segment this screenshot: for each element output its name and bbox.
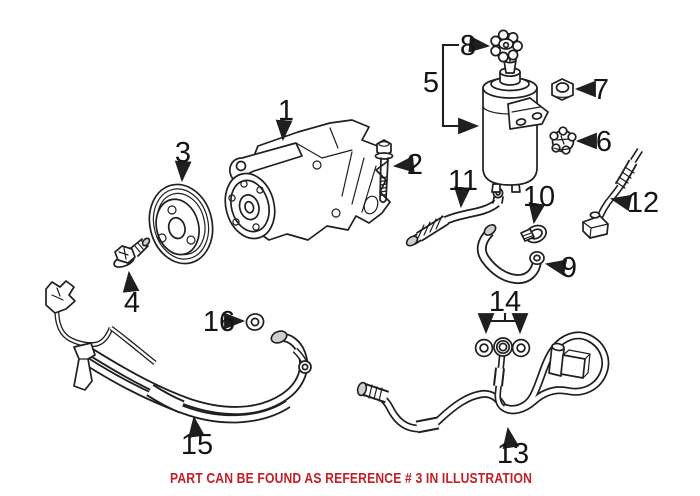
part-9-hose <box>476 224 545 285</box>
callout-8-label: 8 <box>460 30 476 62</box>
callout-13-label: 13 <box>497 438 529 470</box>
callout-9-label: 9 <box>561 252 577 284</box>
callout-6-label: 6 <box>596 126 612 158</box>
callout-7-label: 7 <box>593 74 609 106</box>
part-10-clamp <box>520 224 547 244</box>
callout-13: 13 <box>497 426 529 470</box>
part-6-cap <box>549 126 577 155</box>
callout-12: 12 <box>609 187 659 219</box>
callout-16-label: 16 <box>203 306 235 338</box>
callout-7: 7 <box>574 74 609 106</box>
part-13-hose-assembly <box>356 331 610 434</box>
part-2-bolt <box>374 139 394 204</box>
callout-12-label: 12 <box>627 187 659 219</box>
callout-5-label: 5 <box>423 67 439 99</box>
callout-10-label: 10 <box>523 181 555 213</box>
callout-1-label: 1 <box>278 95 294 127</box>
callout-5: 5 <box>423 43 480 135</box>
part-7-nut <box>551 78 574 101</box>
part-11-hose <box>405 187 504 247</box>
callout-8: 8 <box>460 30 491 62</box>
callout-15: 15 <box>181 415 213 461</box>
callout-4: 4 <box>122 270 140 319</box>
callout-11: 11 <box>448 165 478 209</box>
callout-1: 1 <box>275 95 294 142</box>
part-3-pulley <box>148 183 214 265</box>
part-1-pump <box>224 119 391 241</box>
part-15-hose-assembly <box>45 280 312 424</box>
callout-11-label: 11 <box>448 165 478 197</box>
part-5-reservoir <box>482 56 549 193</box>
callout-2-label: 2 <box>407 149 423 181</box>
callout-9: 9 <box>544 252 577 284</box>
part-8-reservoir-cap <box>490 29 523 63</box>
callouts: 1 2 3 4 5 6 7 8 <box>122 30 659 470</box>
callout-3-label: 3 <box>175 137 191 169</box>
callout-15-label: 15 <box>181 429 213 461</box>
callout-14-label: 14 <box>489 286 521 318</box>
callout-14: 14 <box>477 286 529 335</box>
reference-note: PART CAN BE FOUND AS REFERENCE # 3 IN IL… <box>170 470 532 487</box>
callout-3: 3 <box>174 137 192 183</box>
callout-4-label: 4 <box>124 287 140 319</box>
part-16-seal-ring <box>245 313 265 331</box>
callout-16: 16 <box>203 306 246 338</box>
callout-2: 2 <box>392 149 423 181</box>
part-4-bolt <box>113 237 151 268</box>
callout-10: 10 <box>523 181 555 225</box>
part-14-seal-rings <box>474 337 531 411</box>
callout-6: 6 <box>575 126 612 158</box>
